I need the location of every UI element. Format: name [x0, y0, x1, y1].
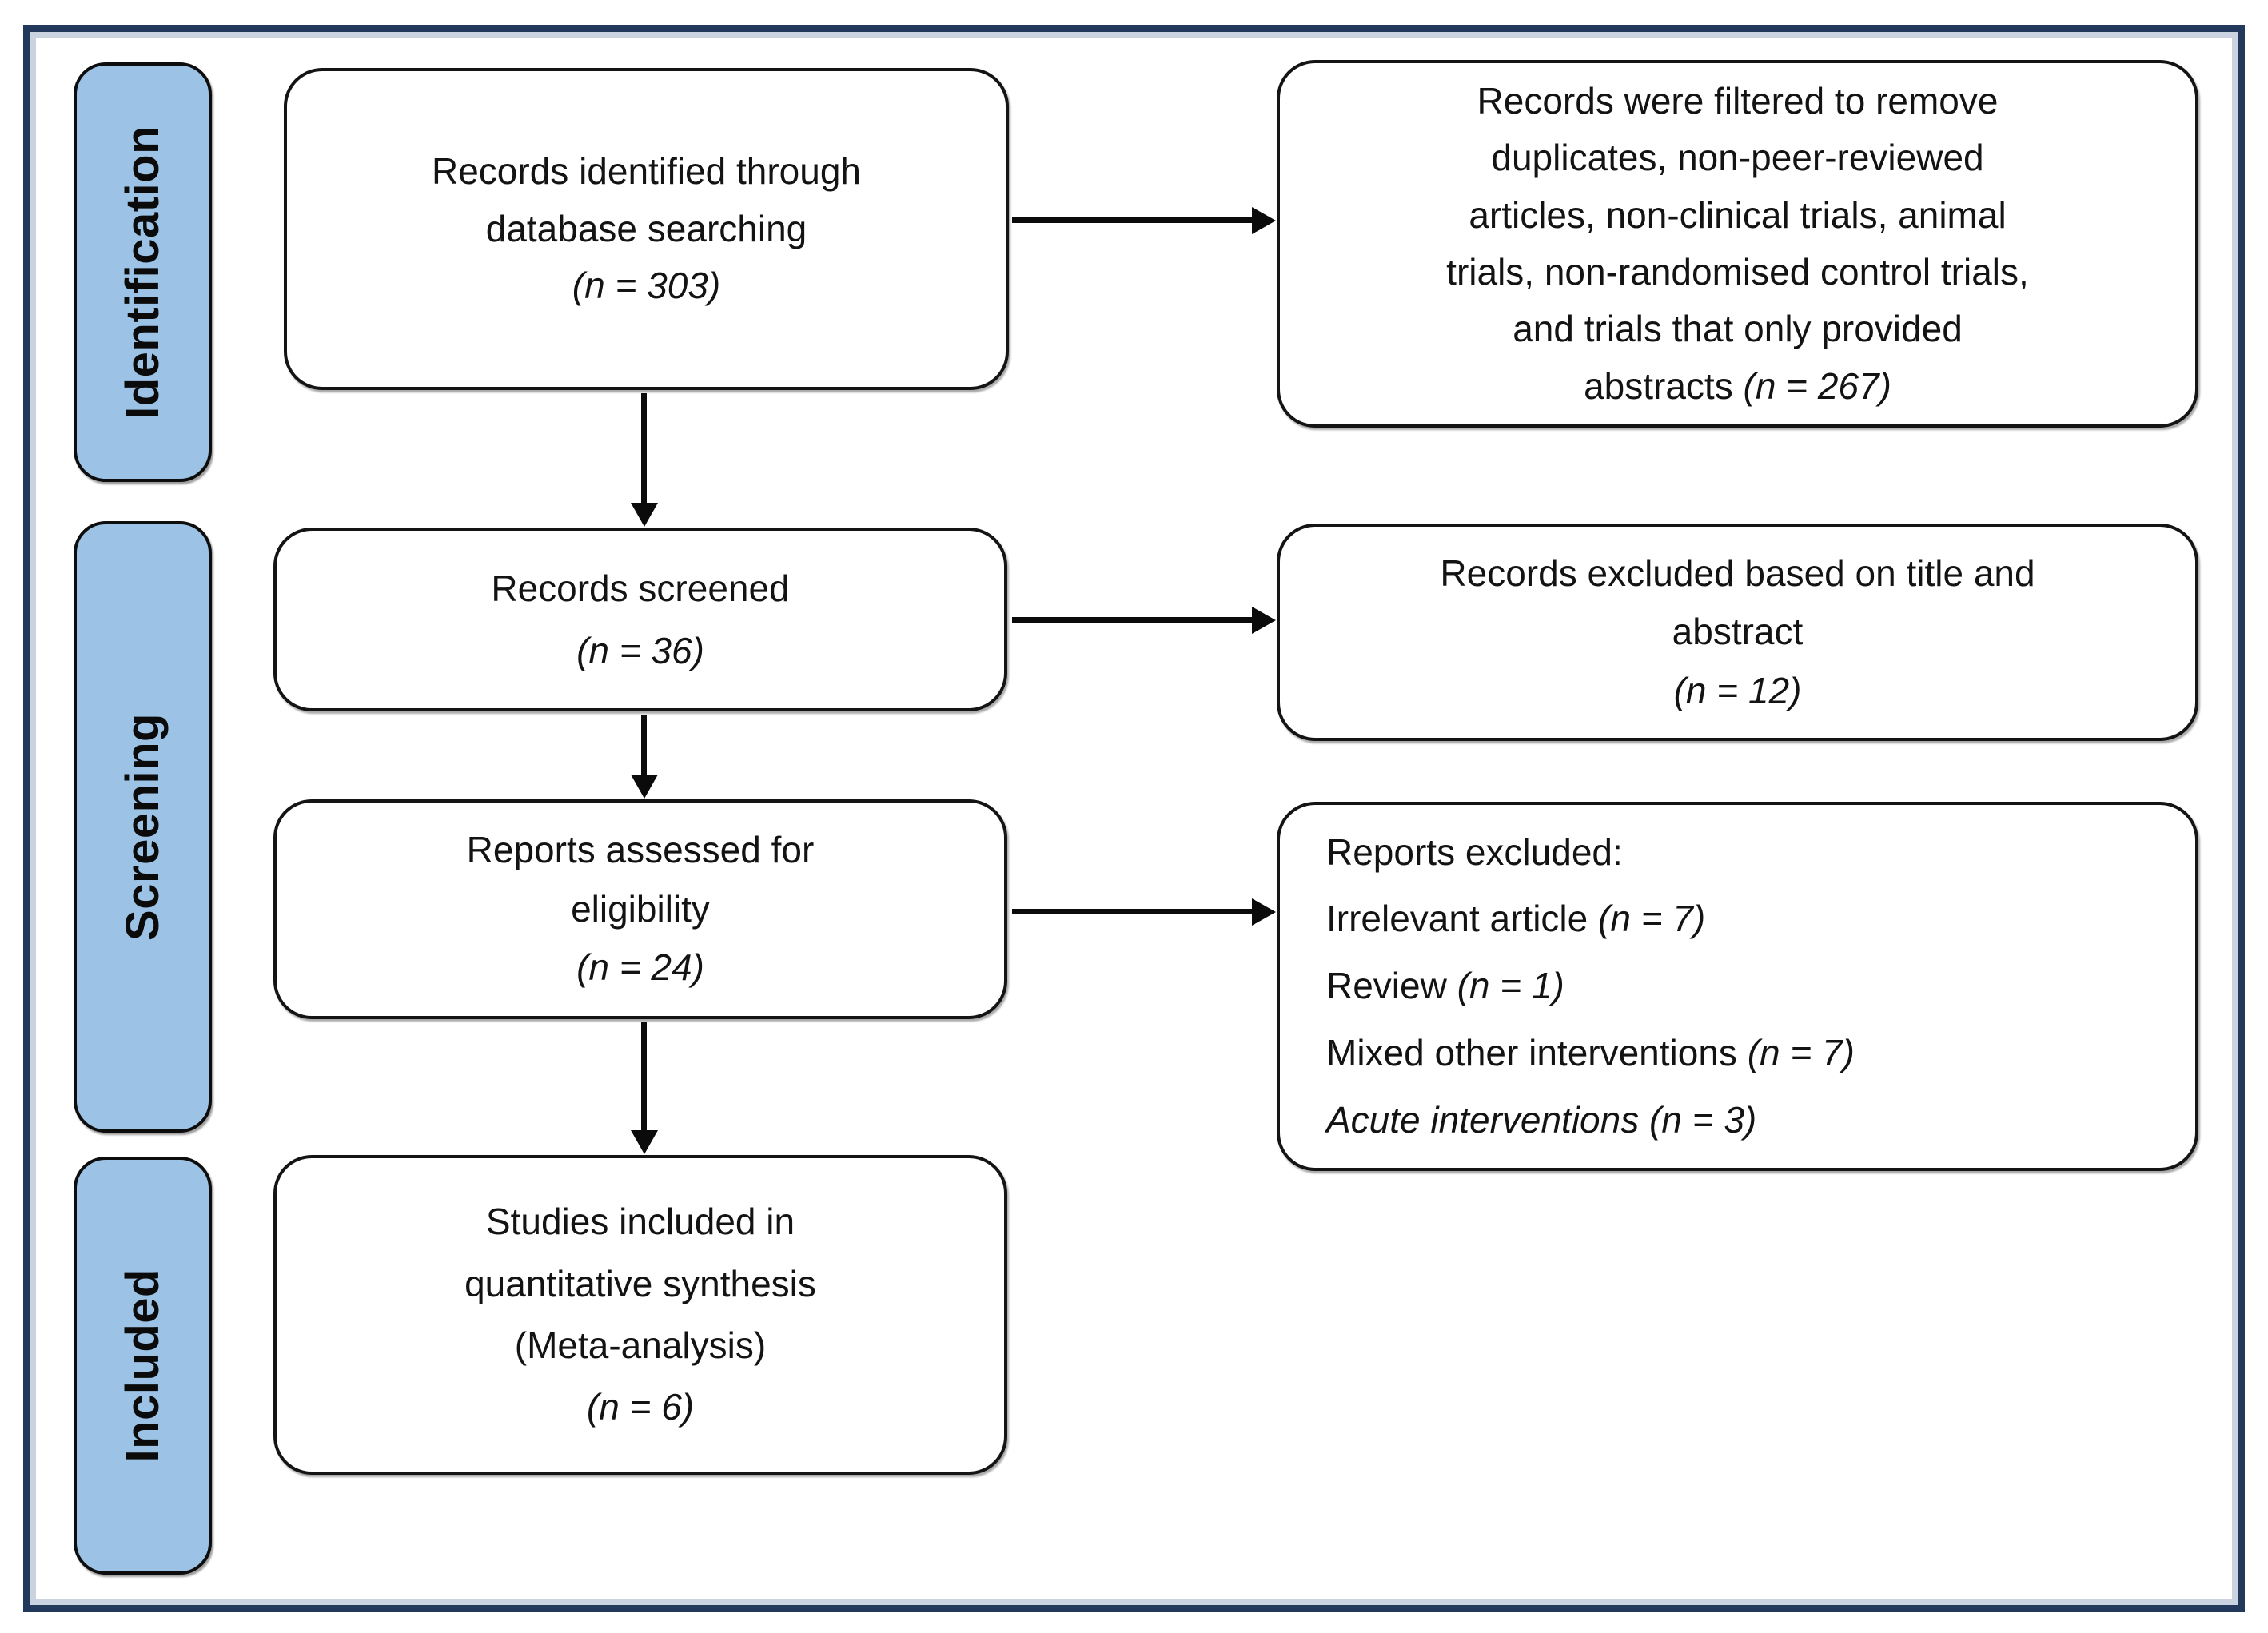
reports-excluded-item-acute-count: (n = 3): [1649, 1098, 1757, 1141]
reports-excluded-item-review-count: (n = 1): [1457, 965, 1564, 1007]
reports-assessed-line2: eligibility: [571, 887, 710, 930]
reports-excluded-item-irrelevant-text: Irrelevant article: [1326, 898, 1599, 940]
records-filtered-line3: articles, non-clinical trials, animal: [1469, 193, 2007, 236]
arrow-right-icon: [1012, 217, 1253, 223]
reports-excluded-item-mixed-text: Mixed other interventions: [1326, 1031, 1748, 1073]
stage-label-included: Included: [117, 1269, 169, 1463]
records-excluded-count: (n = 12): [1673, 669, 1802, 711]
records-excluded-line1: Records excluded based on title and: [1440, 552, 2035, 594]
reports-excluded-item-acute-text: Acute interventions: [1326, 1098, 1650, 1141]
reports-excluded-header: Reports excluded:: [1326, 830, 1623, 873]
reports-excluded-item-review-text: Review: [1326, 965, 1457, 1007]
records-filtered-line5: and trials that only provided: [1513, 308, 1963, 350]
arrow-down-icon: [641, 715, 647, 775]
flow-box-records-excluded-title-abstract: Records excluded based on title and abst…: [1277, 524, 2198, 741]
reports-excluded-item-review: Review (n = 1): [1326, 953, 1564, 1020]
diagram-outer-frame: [23, 25, 2245, 1612]
reports-excluded-item-irrelevant-count: (n = 7): [1598, 898, 1706, 940]
studies-included-line2: quantitative synthesis: [464, 1262, 816, 1304]
records-identified-line1: Records identified through: [432, 149, 861, 192]
reports-excluded-item-irrelevant: Irrelevant article (n = 7): [1326, 886, 1705, 953]
flow-box-studies-included: Studies included in quantitative synthes…: [273, 1155, 1007, 1475]
flow-box-records-filtered: Records were filtered to remove duplicat…: [1277, 60, 2198, 428]
arrow-right-icon: [1012, 617, 1253, 623]
records-excluded-line2: abstract: [1672, 611, 1804, 653]
arrow-right-icon: [1012, 909, 1253, 914]
flow-box-reports-excluded: Reports excluded: Irrelevant article (n …: [1277, 802, 2198, 1171]
stage-box-included: Included: [74, 1157, 212, 1575]
records-filtered-line1: Records were filtered to remove: [1477, 80, 1999, 122]
flow-box-records-screened: Records screened (n = 36): [273, 528, 1007, 711]
records-identified-line2: database searching: [485, 207, 807, 249]
stage-box-screening: Screening: [74, 521, 212, 1133]
records-filtered-count: (n = 267): [1743, 364, 1891, 407]
arrow-down-icon: [641, 393, 647, 504]
reports-excluded-item-mixed-count: (n = 7): [1747, 1031, 1855, 1073]
reports-excluded-item-acute: Acute interventions (n = 3): [1326, 1087, 1756, 1154]
records-screened-count: (n = 36): [576, 630, 704, 671]
reports-assessed-count: (n = 24): [576, 946, 704, 989]
flow-box-reports-assessed: Reports assessed for eligibility (n = 24…: [273, 799, 1007, 1019]
records-filtered-last-text: abstracts: [1584, 364, 1744, 407]
studies-included-line1: Studies included in: [485, 1201, 795, 1243]
reports-assessed-line1: Reports assessed for: [466, 829, 815, 871]
studies-included-line3: (Meta-analysis): [514, 1324, 767, 1366]
reports-excluded-item-mixed: Mixed other interventions (n = 7): [1326, 1020, 1855, 1087]
stage-label-screening: Screening: [117, 713, 169, 941]
records-screened-line1: Records screened: [491, 567, 790, 609]
studies-included-count: (n = 6): [586, 1386, 695, 1428]
records-filtered-line6: abstracts (n = 267): [1584, 358, 1891, 415]
stage-box-identification: Identification: [74, 62, 212, 482]
records-filtered-line2: duplicates, non-peer-reviewed: [1491, 137, 1984, 179]
arrow-down-icon: [641, 1022, 647, 1131]
stage-label-identification: Identification: [117, 125, 169, 420]
records-identified-count: (n = 303): [572, 265, 721, 307]
records-filtered-line4: trials, non-randomised control trials,: [1446, 251, 2029, 293]
flow-box-records-identified: Records identified through database sear…: [284, 68, 1009, 390]
